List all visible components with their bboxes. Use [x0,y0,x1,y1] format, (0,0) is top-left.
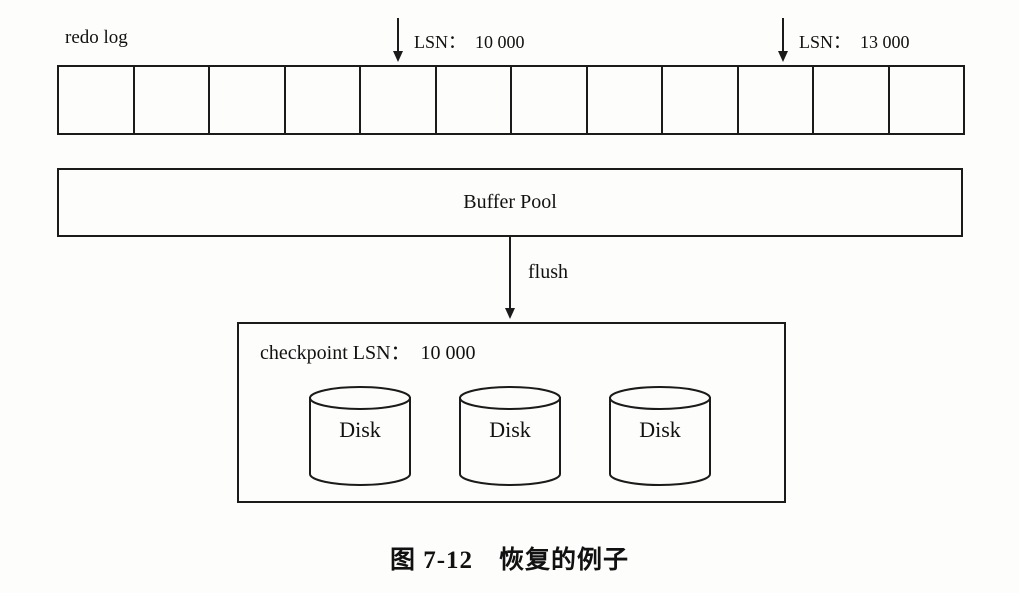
redo-log-cell [890,67,964,133]
redo-log-cell [512,67,588,133]
redo-log-cell [437,67,512,133]
flush-arrow-icon [505,237,515,319]
disk-cylinder: Disk [608,385,712,488]
checkpoint-lsn-label: checkpoint LSN： 10 000 [260,342,476,364]
redo-log-cell [59,67,135,133]
disk-cylinder-icon [609,386,711,486]
buffer-pool-box: Buffer Pool [57,168,963,237]
disk-label: Disk [639,417,681,442]
redo-log-row [57,65,965,135]
disk-cylinder: Disk [458,385,562,488]
redo-log-cell [286,67,361,133]
disk-cylinder: Disk [308,385,412,488]
lsn-13000-label: LSN： 13 000 [799,32,910,52]
disk-cylinder-icon [309,386,411,486]
redo-log-cell [135,67,210,133]
disk-cylinder-icon [459,386,561,486]
redo-log-cell [739,67,814,133]
checkpoint-box: checkpoint LSN： 10 000 Disk Disk Disk [237,322,786,503]
redo-log-cell [210,67,286,133]
redo-log-cell [814,67,890,133]
disk-label: Disk [339,417,381,442]
lsn-10000-arrow-icon [393,18,403,62]
buffer-pool-label: Buffer Pool [463,191,557,213]
redo-log-cell [361,67,437,133]
figure-caption: 图 7-12 恢复的例子 [389,547,630,574]
redo-log-cell [588,67,663,133]
redo-log-cell [663,67,739,133]
disk-label: Disk [489,417,531,442]
lsn-13000-arrow-icon [778,18,788,62]
lsn-10000-label: LSN： 10 000 [414,32,525,52]
redo-log-label: redo log [65,27,128,48]
flush-label: flush [528,261,568,283]
